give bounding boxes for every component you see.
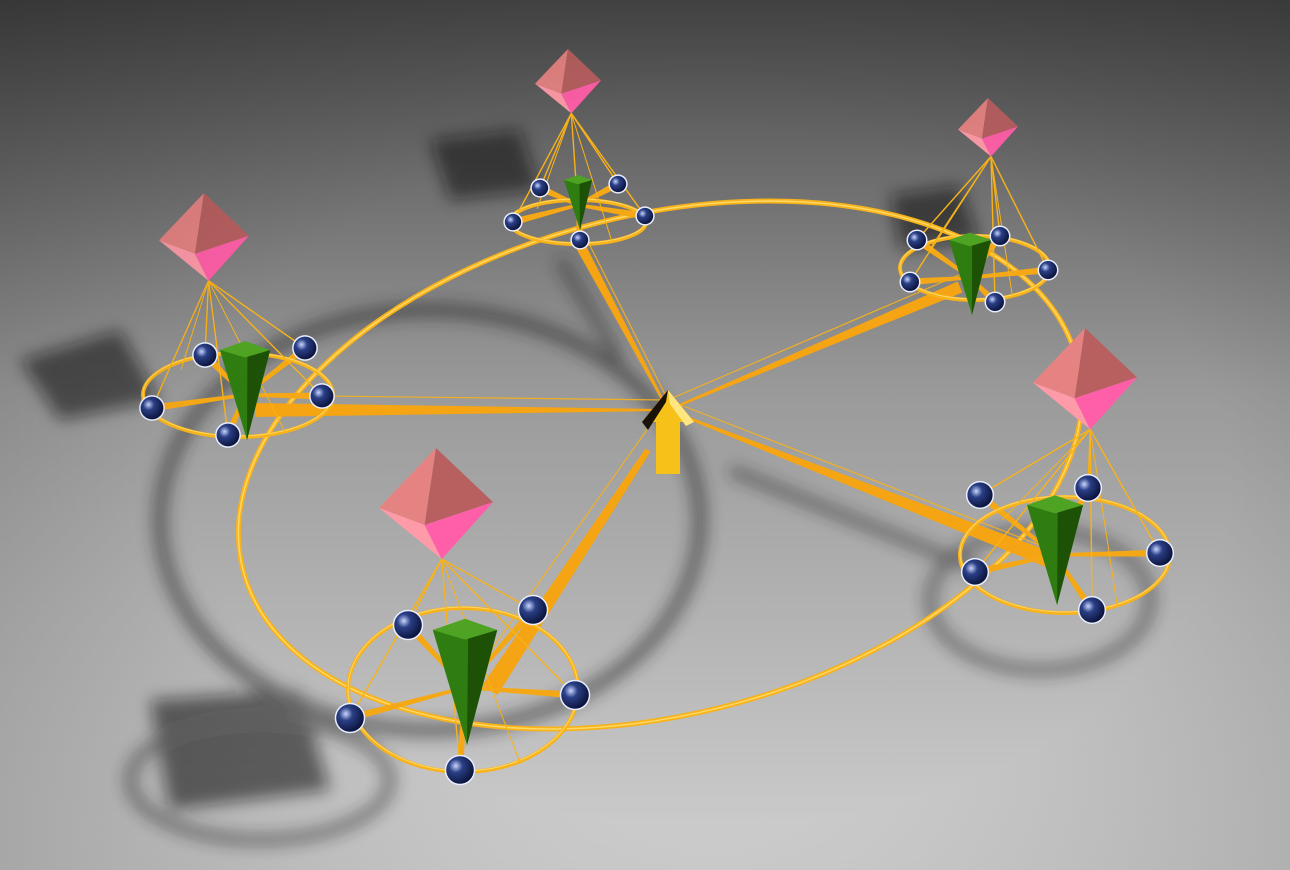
node-sphere bbox=[986, 293, 1004, 311]
node-sphere bbox=[504, 213, 522, 231]
node-sphere bbox=[193, 343, 217, 367]
node-sphere bbox=[1039, 261, 1057, 279]
shadow-blob bbox=[430, 130, 540, 200]
node-sphere bbox=[394, 611, 422, 639]
node-sphere bbox=[336, 704, 364, 732]
node-sphere bbox=[519, 596, 547, 624]
node-sphere bbox=[561, 681, 589, 709]
node-sphere bbox=[967, 482, 993, 508]
node-sphere bbox=[571, 231, 589, 249]
node-sphere bbox=[962, 559, 988, 585]
node-sphere bbox=[1079, 597, 1105, 623]
node-sphere bbox=[609, 175, 627, 193]
node-sphere bbox=[1075, 475, 1101, 501]
node-sphere bbox=[531, 179, 549, 197]
node-sphere bbox=[310, 384, 334, 408]
node-sphere bbox=[293, 336, 317, 360]
node-sphere bbox=[216, 423, 240, 447]
node-sphere bbox=[908, 231, 926, 249]
node-sphere bbox=[901, 273, 919, 291]
node-sphere bbox=[446, 756, 474, 784]
node-sphere bbox=[991, 227, 1009, 245]
node-sphere bbox=[1147, 540, 1173, 566]
node-sphere bbox=[636, 207, 654, 225]
node-sphere bbox=[140, 396, 164, 420]
